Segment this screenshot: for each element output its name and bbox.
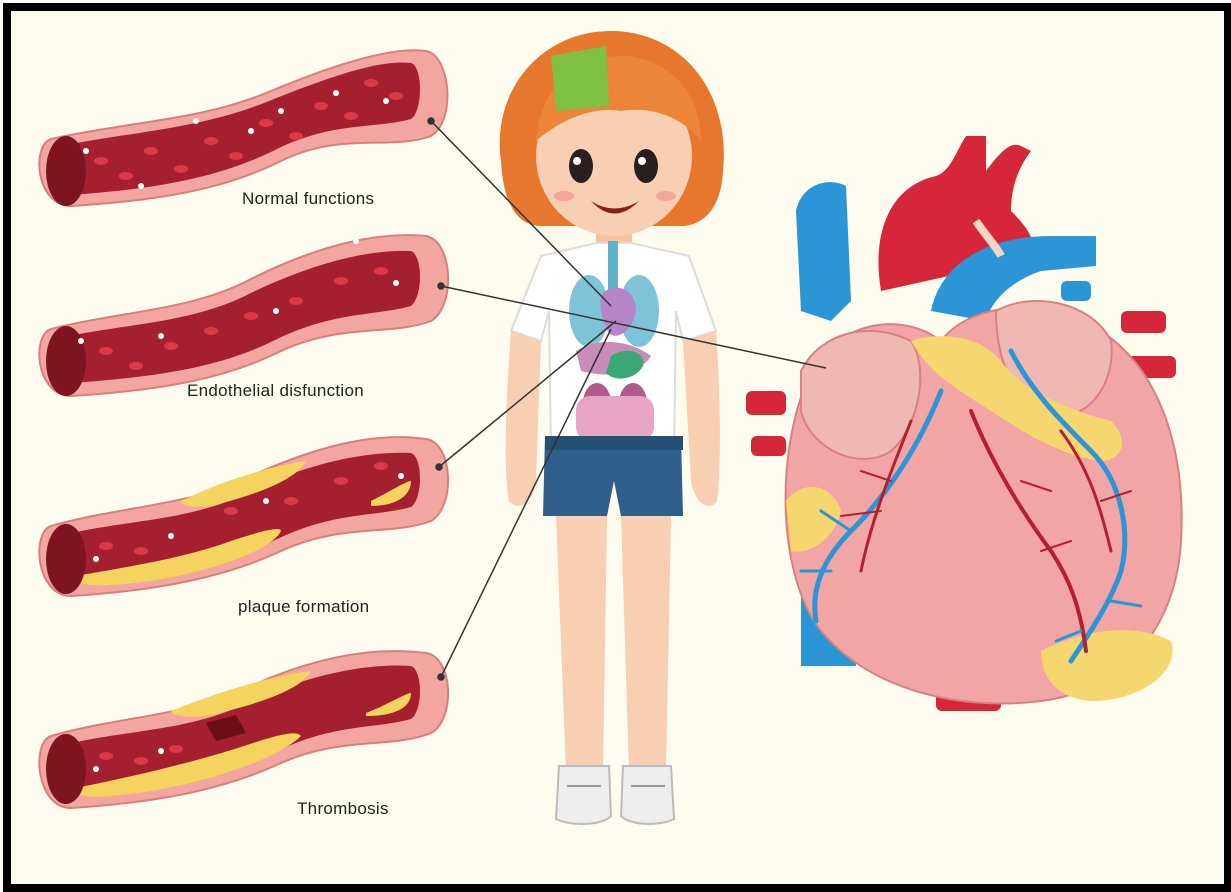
vessel-thrombosis-illustration — [39, 651, 448, 808]
vessel-normal-illustration — [39, 50, 447, 206]
label-normal-functions: Normal functions — [242, 189, 374, 209]
label-plaque-formation: plaque formation — [238, 597, 369, 617]
human-heart-illustration — [746, 136, 1182, 711]
diagram-canvas — [11, 11, 1224, 884]
diagram-frame: Normal functions Endothelial disfunction… — [3, 3, 1231, 892]
label-thrombosis: Thrombosis — [297, 799, 389, 819]
vessel-plaque-illustration — [39, 437, 448, 596]
label-endothelial-disfunction: Endothelial disfunction — [187, 381, 364, 401]
girl-figure-illustration — [500, 31, 724, 824]
vessel-endothelial-illustration — [39, 235, 448, 396]
